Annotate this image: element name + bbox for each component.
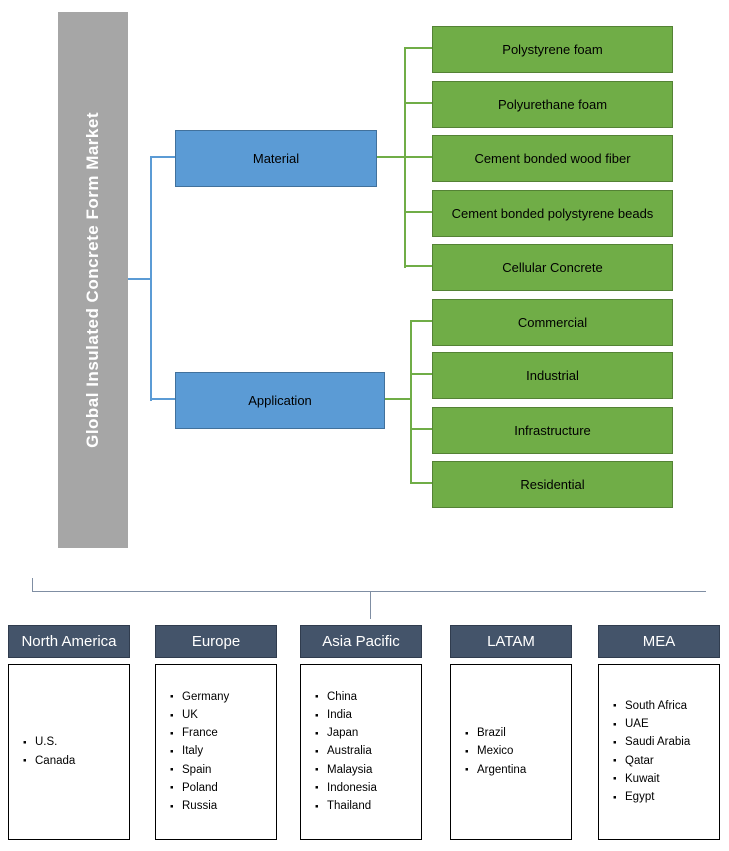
country-item: Germany — [170, 688, 272, 706]
country-item: Malaysia — [315, 761, 417, 779]
connector-application-trunk — [410, 320, 412, 484]
segment-box-material: Material — [175, 130, 377, 187]
material-item-label: Cellular Concrete — [502, 260, 603, 275]
connector-application-item-2 — [410, 373, 434, 375]
connector-to-material — [150, 156, 177, 158]
material-item-box: Polyurethane foam — [432, 81, 673, 128]
region-box-latam: Brazil Mexico Argentina — [450, 664, 572, 840]
connector-material-item-4 — [404, 211, 434, 213]
country-item: Argentina — [465, 761, 567, 779]
application-item-label: Residential — [520, 477, 585, 492]
country-item: U.S. — [23, 734, 125, 752]
region-name: Asia Pacific — [322, 633, 400, 650]
region-box-asia-pacific: China India Japan Australia Malaysia Ind… — [300, 664, 422, 840]
country-item: UAE — [613, 716, 715, 734]
bracket-center-stem — [370, 591, 371, 619]
country-item: China — [315, 688, 417, 706]
country-item: Mexico — [465, 743, 567, 761]
application-item-box: Infrastructure — [432, 407, 673, 454]
region-header-europe: Europe — [155, 625, 277, 658]
application-item-box: Commercial — [432, 299, 673, 346]
connector-application-item-1 — [410, 320, 434, 322]
country-item: Italy — [170, 743, 272, 761]
country-item: Poland — [170, 779, 272, 797]
country-item: Saudi Arabia — [613, 734, 715, 752]
region-header-north-america: North America — [8, 625, 130, 658]
application-item-label: Infrastructure — [514, 423, 591, 438]
region-box-europe: Germany UK France Italy Spain Poland Rus… — [155, 664, 277, 840]
country-item: South Africa — [613, 697, 715, 715]
region-box-north-america: U.S. Canada — [8, 664, 130, 840]
application-item-box: Residential — [432, 461, 673, 508]
region-header-mea: MEA — [598, 625, 720, 658]
country-item: Russia — [170, 798, 272, 816]
region-header-asia-pacific: Asia Pacific — [300, 625, 422, 658]
material-item-box: Cement bonded polystyrene beads — [432, 190, 673, 237]
country-item: Kuwait — [613, 770, 715, 788]
material-item-label: Cement bonded polystyrene beads — [451, 206, 654, 221]
application-item-label: Industrial — [526, 368, 579, 383]
country-item: Thailand — [315, 798, 417, 816]
region-name: North America — [21, 633, 117, 650]
country-item: France — [170, 725, 272, 743]
country-item: UK — [170, 706, 272, 724]
connector-material-item-2 — [404, 102, 434, 104]
material-item-box: Cellular Concrete — [432, 244, 673, 291]
market-title-bar: Global Insulated Concrete Form Market — [58, 12, 128, 548]
material-item-label: Polyurethane foam — [497, 97, 608, 112]
country-item: Egypt — [613, 788, 715, 806]
country-item: Australia — [315, 743, 417, 761]
country-item: Spain — [170, 761, 272, 779]
region-box-mea: South Africa UAE Saudi Arabia Qatar Kuwa… — [598, 664, 720, 840]
segment-box-application: Application — [175, 372, 385, 429]
country-item: Japan — [315, 725, 417, 743]
region-name: Europe — [191, 633, 241, 650]
bracket-horizontal — [32, 591, 706, 592]
connector-application-item-3 — [410, 428, 434, 430]
material-item-box: Polystyrene foam — [432, 26, 673, 73]
country-list: South Africa UAE Saudi Arabia Qatar Kuwa… — [599, 665, 719, 839]
connector-bar-to-trunk — [128, 278, 152, 280]
region-name: LATAM — [487, 633, 535, 650]
connector-material-item-5 — [404, 265, 434, 267]
region-name: MEA — [642, 633, 676, 650]
connector-application-item-4 — [410, 482, 434, 484]
application-item-box: Industrial — [432, 352, 673, 399]
country-list: China India Japan Australia Malaysia Ind… — [301, 665, 421, 839]
connector-application-branch — [383, 398, 412, 400]
market-title: Global Insulated Concrete Form Market — [83, 112, 102, 448]
connector-material-item-1 — [404, 47, 434, 49]
country-list: U.S. Canada — [9, 665, 129, 839]
connector-to-application — [150, 398, 177, 400]
country-list: Germany UK France Italy Spain Poland Rus… — [156, 665, 276, 839]
country-list: Brazil Mexico Argentina — [451, 665, 571, 839]
segment-label-material: Material — [252, 151, 300, 166]
country-item: Canada — [23, 752, 125, 770]
connector-material-trunk — [404, 47, 406, 268]
material-item-box: Cement bonded wood fiber — [432, 135, 673, 182]
bracket-left-tick — [32, 578, 33, 592]
country-item: Indonesia — [315, 779, 417, 797]
application-item-label: Commercial — [517, 315, 588, 330]
country-item: Qatar — [613, 752, 715, 770]
country-item: India — [315, 706, 417, 724]
material-item-label: Cement bonded wood fiber — [474, 151, 631, 166]
segment-label-application: Application — [248, 393, 312, 408]
connector-segment-trunk — [150, 156, 152, 401]
region-header-latam: LATAM — [450, 625, 572, 658]
country-item: Brazil — [465, 725, 567, 743]
material-item-label: Polystyrene foam — [502, 42, 603, 57]
